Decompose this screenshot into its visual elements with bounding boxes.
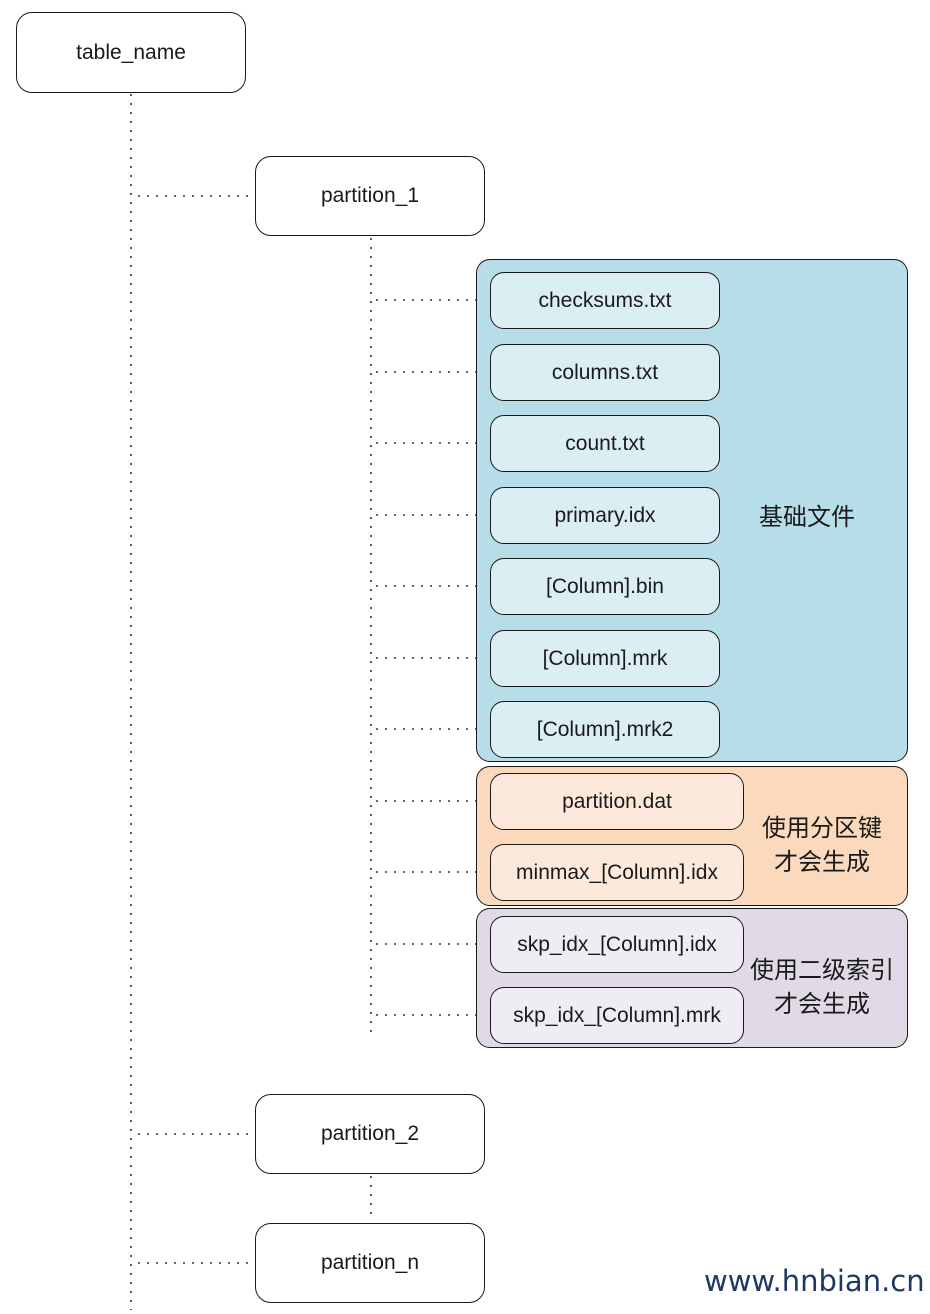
file-skp-idx: skp_idx_[Column].idx [490, 916, 744, 973]
file-label: [Column].mrk [542, 646, 668, 670]
file-label: primary.idx [554, 503, 656, 527]
root-label: table_name [76, 40, 186, 64]
file-label: partition.dat [562, 789, 672, 813]
file-minmax-idx: minmax_[Column].idx [490, 844, 744, 901]
group-label-line: 才会生成 [774, 990, 870, 1018]
file-label: count.txt [565, 431, 645, 455]
file-column-bin: [Column].bin [490, 558, 720, 615]
skip-index-group-label: 使用二级索引 才会生成 [740, 953, 904, 1021]
partition-key-group-label: 使用分区键 才会生成 [748, 811, 896, 879]
file-label: [Column].mrk2 [536, 717, 674, 741]
file-label: minmax_[Column].idx [516, 860, 718, 884]
partition-label: partition_n [320, 1251, 420, 1274]
file-primary-idx: primary.idx [490, 487, 720, 544]
file-column-mrk2: [Column].mrk2 [490, 701, 720, 758]
file-count: count.txt [490, 415, 720, 472]
file-columns: columns.txt [490, 344, 720, 401]
file-partition-dat: partition.dat [490, 773, 744, 830]
file-label: checksums.txt [538, 288, 672, 312]
file-label: [Column].bin [546, 574, 664, 598]
file-label: skp_idx_[Column].idx [517, 932, 717, 956]
file-label: skp_idx_[Column].mrk [513, 1003, 721, 1027]
partition-label: partition_1 [320, 184, 420, 207]
partition-node-2: partition_2 [255, 1094, 485, 1174]
group-label-line: 基础文件 [759, 503, 855, 531]
partition-label: partition_2 [320, 1122, 420, 1145]
partition-node-1: partition_1 [255, 156, 485, 236]
group-label-line: 才会生成 [774, 848, 870, 876]
watermark-text: www.hnbian.cn [704, 1264, 925, 1298]
base-group-label: 基础文件 [740, 500, 874, 534]
file-skp-mrk: skp_idx_[Column].mrk [490, 987, 744, 1044]
root-node: table_name [16, 12, 246, 93]
partition-node-n: partition_n [255, 1223, 485, 1303]
group-label-line: 使用分区键 [762, 814, 882, 842]
file-label: columns.txt [551, 360, 659, 384]
group-label-line: 使用二级索引 [750, 956, 894, 984]
file-column-mrk: [Column].mrk [490, 630, 720, 687]
file-checksums: checksums.txt [490, 272, 720, 329]
